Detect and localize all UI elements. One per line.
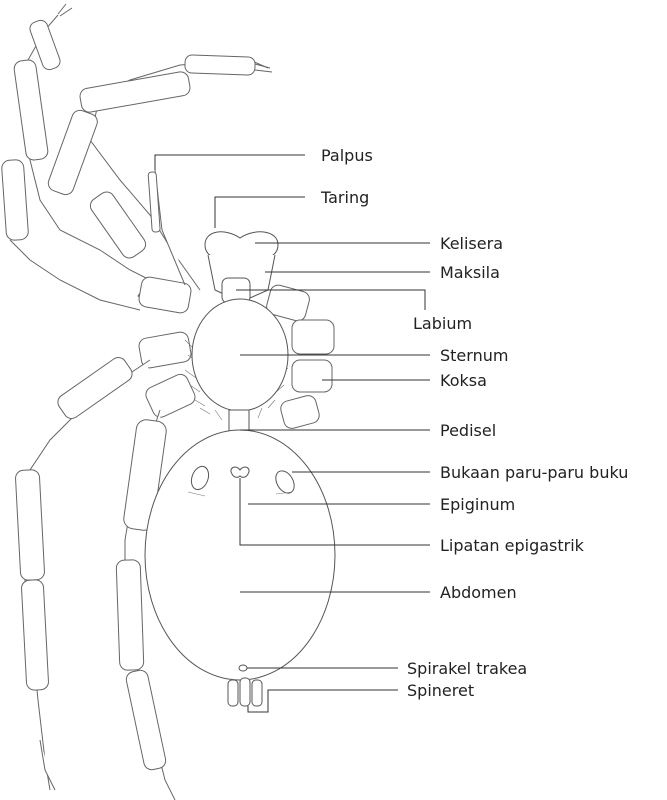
label-bukaan: Bukaan paru-paru buku <box>440 463 628 482</box>
label-lipatan: Lipatan epigastrik <box>440 536 585 555</box>
label-labium: Labium <box>413 314 472 333</box>
label-pedisel: Pedisel <box>440 421 496 440</box>
pedicel-shape <box>229 410 249 432</box>
label-maksila: Maksila <box>440 263 500 282</box>
label-spirakel: Spirakel trakea <box>407 659 527 678</box>
label-kelisera: Kelisera <box>440 234 503 253</box>
abdomen-shape <box>145 430 335 680</box>
label-spineret: Spineret <box>407 681 474 700</box>
label-koksa: Koksa <box>440 371 487 390</box>
spinneret-middle <box>240 678 250 706</box>
leader-spineret <box>248 690 398 712</box>
label-sternum: Sternum <box>440 346 508 365</box>
label-palpus: Palpus <box>321 146 373 165</box>
label-abdomen: Abdomen <box>440 583 517 602</box>
spinneret-right <box>252 680 262 706</box>
labels: Palpus Taring Kelisera Maksila Labium St… <box>320 146 628 700</box>
spinneret-left <box>228 680 238 706</box>
label-epiginum: Epiginum <box>440 495 515 514</box>
abdomen-group <box>145 410 335 706</box>
label-taring: Taring <box>320 188 369 207</box>
leader-taring <box>215 197 305 228</box>
spiracle-shape <box>239 665 247 671</box>
